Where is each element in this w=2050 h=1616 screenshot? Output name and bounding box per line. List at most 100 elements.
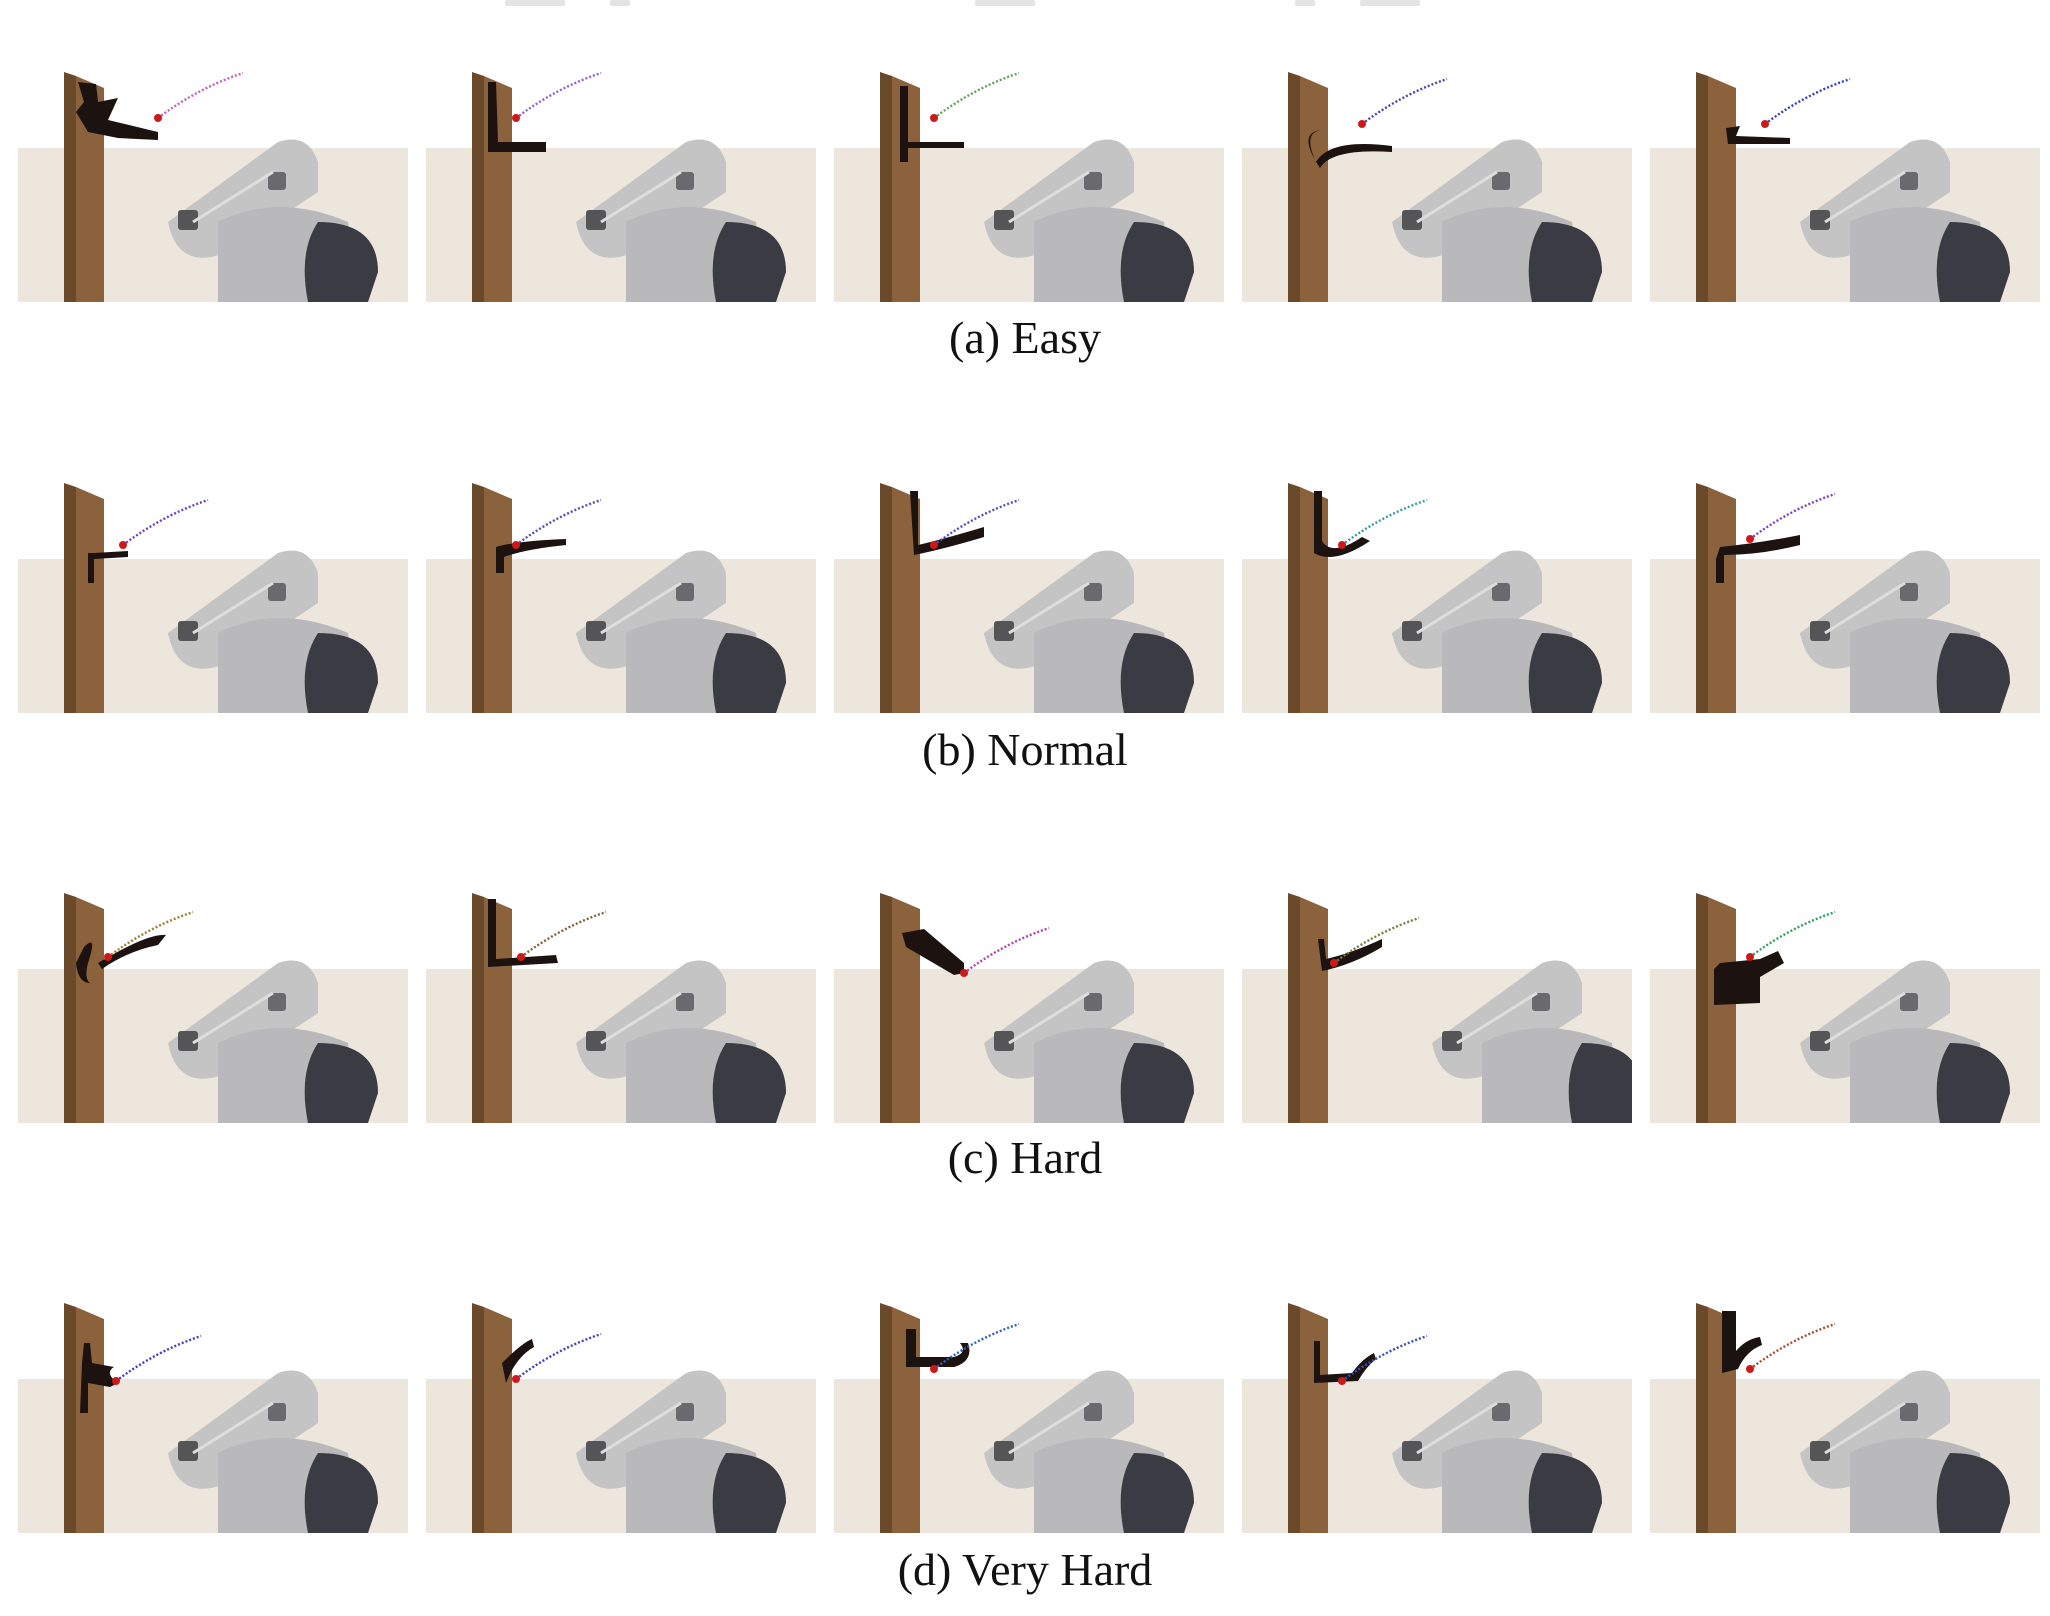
panel-image: [834, 72, 1224, 302]
hanging-object: [502, 1339, 534, 1383]
robot-joint-dark: [1120, 1043, 1194, 1123]
robot-link-upper: [168, 960, 318, 1079]
robot-joint-dark: [1120, 222, 1194, 302]
trajectory-path: [107, 910, 194, 958]
trajectory-path: [1361, 77, 1448, 125]
robot-gripper-detail: [1084, 583, 1102, 601]
caption-easy: (a) Easy: [949, 312, 1101, 363]
robot-joint-dark: [1528, 222, 1602, 302]
grasp-point-marker: [154, 114, 162, 122]
robot-arm: [984, 139, 1194, 302]
trajectory-path: [933, 72, 1020, 119]
trajectory-path: [515, 72, 602, 119]
post-side: [880, 483, 892, 713]
robot-highlight: [192, 581, 274, 635]
post-side: [64, 1303, 76, 1533]
robot-highlight: [192, 1401, 274, 1455]
robot-joint-dark: [1528, 633, 1602, 713]
hanging-object: [488, 82, 546, 152]
trajectory-path: [933, 1322, 1020, 1370]
robot-gripper-detail: [178, 621, 198, 641]
hanging-object: [76, 934, 166, 983]
robot-gripper-detail: [1900, 993, 1918, 1011]
robot-link-upper: [168, 1370, 318, 1489]
post-side: [1696, 483, 1708, 713]
post-side: [1696, 72, 1708, 302]
robot-joint-dark: [1936, 1043, 2010, 1123]
grasp-point-marker: [112, 1377, 120, 1385]
post-front: [1708, 897, 1736, 1123]
robot-gripper-detail: [586, 1031, 606, 1051]
robot-gripper-detail: [1084, 1403, 1102, 1421]
robot-link-upper: [576, 139, 726, 258]
post-front: [892, 487, 920, 713]
robot-highlight: [1824, 170, 1906, 224]
robot-arm: [168, 139, 378, 302]
panel-normal-4: [1242, 483, 1632, 713]
robot-link-upper: [576, 960, 726, 1079]
grasp-point-marker: [512, 114, 520, 122]
robot-joint-dark: [712, 633, 786, 713]
robot-arm: [1392, 139, 1602, 302]
robot-gripper-detail: [1900, 583, 1918, 601]
robot-link-upper: [1392, 550, 1542, 669]
post-front: [76, 897, 104, 1123]
post-side: [880, 72, 892, 302]
panel-hard-3: [834, 893, 1224, 1123]
trajectory-path: [1341, 1334, 1428, 1382]
robot-gripper-detail: [994, 210, 1014, 230]
robot-gripper-detail: [586, 1441, 606, 1461]
panel-easy-5: [1650, 72, 2040, 302]
robot-arm: [576, 550, 786, 713]
panel-image: [1650, 1303, 2040, 1533]
grasp-point-marker: [1338, 1377, 1346, 1385]
robot-link-upper: [168, 550, 318, 669]
robot-link-upper: [1392, 139, 1542, 258]
post-side: [64, 893, 76, 1123]
grasp-point-marker: [1746, 953, 1754, 961]
panel-normal-5: [1650, 483, 2040, 713]
robot-highlight: [1416, 1401, 1498, 1455]
grasp-point-marker: [1338, 541, 1346, 549]
robot-gripper-detail: [994, 621, 1014, 641]
panel-image: [18, 893, 408, 1123]
robot-link-upper: [576, 550, 726, 669]
robot-gripper-detail: [676, 1403, 694, 1421]
panel-image: [426, 1303, 816, 1533]
robot-joint-dark: [1936, 633, 2010, 713]
trajectory-path: [122, 498, 209, 546]
robot-link-upper: [984, 1370, 1134, 1489]
robot-link-upper: [984, 139, 1134, 258]
hanging-object: [906, 1329, 970, 1367]
robot-gripper-detail: [178, 1441, 198, 1461]
robot-highlight: [1008, 170, 1090, 224]
robot-gripper-detail: [1402, 621, 1422, 641]
robot-highlight: [1416, 581, 1498, 635]
robot-highlight: [1456, 991, 1538, 1045]
hanging-object: [88, 551, 128, 583]
panel-easy-4: [1242, 72, 1632, 302]
trajectory-path: [1764, 77, 1851, 125]
post-side: [64, 72, 76, 302]
trajectory-path: [1749, 910, 1836, 958]
grasp-point-marker: [1761, 120, 1769, 128]
caption-very-hard: (d) Very Hard: [897, 1544, 1153, 1595]
post-front: [1300, 897, 1328, 1123]
post-front: [76, 487, 104, 713]
robot-arm: [168, 960, 378, 1123]
robot-arm: [984, 550, 1194, 713]
robot-link-upper: [1392, 1370, 1542, 1489]
grasp-point-marker: [119, 541, 127, 549]
trajectory-path: [515, 1332, 602, 1380]
robot-gripper-detail: [1810, 1031, 1830, 1051]
grasp-point-marker: [1746, 1365, 1754, 1373]
post-side: [1696, 1303, 1708, 1533]
grasp-point-marker: [1330, 959, 1338, 967]
robot-gripper-detail: [268, 993, 286, 1011]
panel-image: [1650, 72, 2040, 302]
robot-link-upper: [1432, 960, 1582, 1079]
robot-gripper-detail: [1492, 1403, 1510, 1421]
post-side: [1288, 72, 1300, 302]
hanging-object: [900, 86, 964, 162]
grasp-point-marker: [1746, 535, 1754, 543]
